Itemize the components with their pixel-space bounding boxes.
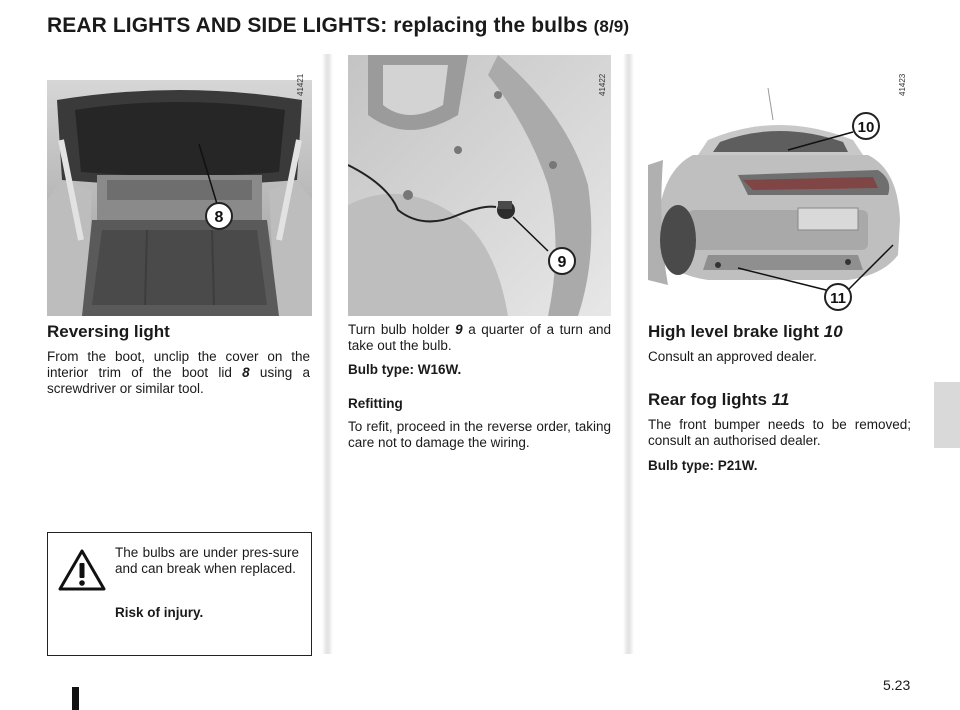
bulb-holder-photo: 9	[348, 55, 611, 316]
warning-text: The bulbs are under pres-sure and can br…	[115, 545, 299, 576]
warning-triangle-icon	[58, 549, 106, 591]
reversing-light-heading: Reversing light	[47, 322, 170, 341]
callout-9: 9	[558, 254, 567, 271]
car-rear-view-photo: 10 11	[648, 80, 911, 316]
refitting-heading: Refitting	[348, 396, 403, 411]
refitting-text: To refit, proceed in the reverse order, …	[348, 419, 611, 450]
callout-10: 10	[858, 119, 875, 136]
column-separator-1	[322, 54, 333, 654]
page-number: 5.23	[883, 677, 911, 693]
image-ref-41421: 41421	[296, 73, 305, 96]
page-title: REAR LIGHTS AND SIDE LIGHTS: replacing t…	[47, 14, 630, 37]
warning-emphasis: Risk of injury.	[115, 605, 204, 620]
warning-box: The bulbs are under pres-sure and can br…	[47, 532, 312, 656]
section-tab	[934, 382, 960, 448]
brake-light-text: Consult an approved dealer.	[648, 349, 817, 364]
boot-interior-photo: 8	[47, 80, 312, 316]
callout-11: 11	[830, 290, 846, 307]
fog-lights-heading: Rear fog lights 11	[648, 390, 790, 409]
bulb-holder-text: Turn bulb holder 9 a quarter of a turn a…	[348, 322, 612, 353]
callout-8: 8	[215, 209, 224, 226]
image-ref-41422: 41422	[598, 73, 607, 96]
bulb-type-w16w: Bulb type: W16W.	[348, 362, 462, 377]
corner-mark	[72, 687, 79, 710]
image-ref-41423: 41423	[898, 73, 907, 96]
fog-lights-text: The front bumper needs to be removed; co…	[648, 417, 911, 448]
bulb-type-p21w: Bulb type: P21W.	[648, 458, 758, 473]
column-separator-2	[623, 54, 634, 654]
brake-light-heading: High level brake light 10	[648, 322, 843, 341]
reversing-light-text: From the boot, unclip the cover on the i…	[47, 349, 310, 396]
